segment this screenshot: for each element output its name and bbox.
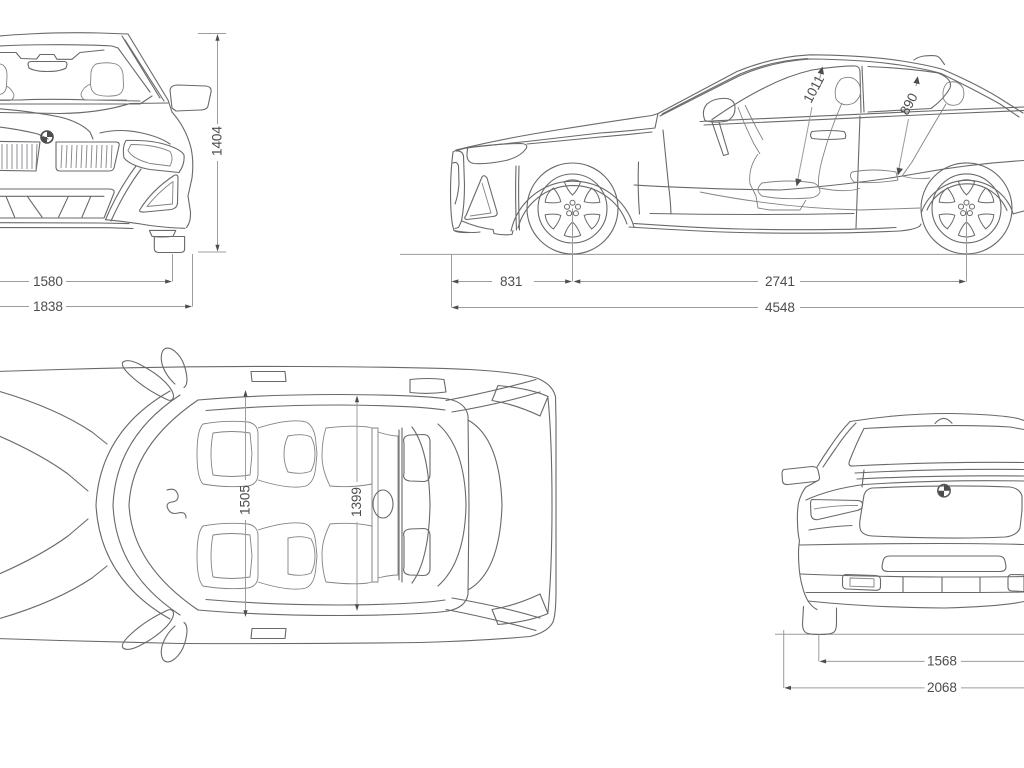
svg-text:1580: 1580	[33, 274, 63, 289]
svg-text:2068: 2068	[927, 680, 957, 695]
svg-text:2741: 2741	[765, 274, 795, 289]
svg-text:1505: 1505	[238, 485, 253, 515]
svg-text:1838: 1838	[33, 299, 63, 314]
svg-text:1568: 1568	[927, 654, 957, 669]
svg-text:1404: 1404	[210, 126, 225, 156]
svg-text:831: 831	[500, 274, 522, 289]
svg-text:4548: 4548	[765, 300, 795, 315]
svg-text:1399: 1399	[349, 487, 364, 517]
